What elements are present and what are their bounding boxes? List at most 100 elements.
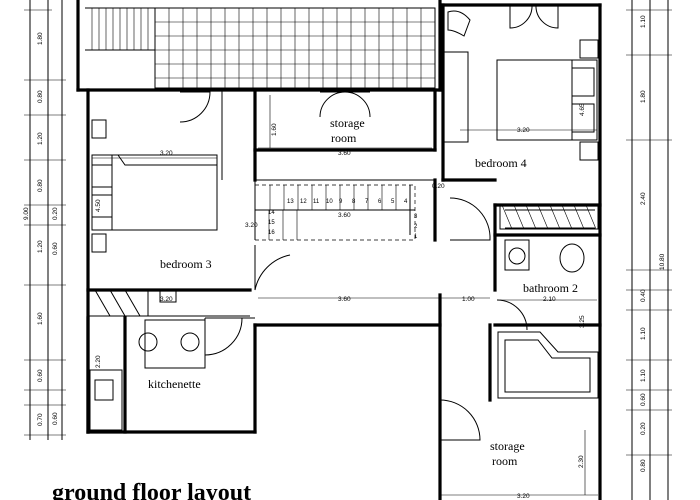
nightstand-1 (91, 119, 107, 139)
dim-right-4: 0.40 (640, 289, 647, 302)
dim-storage-bottom-width: 3.20 (517, 493, 530, 500)
door-bathroom2 (496, 299, 528, 331)
dim-right-6: 1.10 (640, 369, 647, 382)
nightstand-4 (579, 141, 599, 161)
sink (94, 379, 114, 401)
bedroom3-label: bedroom 3 (160, 257, 212, 271)
storage-bottom-line2: room (492, 454, 518, 468)
dim-right-9: 0.80 (640, 459, 647, 472)
dining-table (144, 319, 206, 369)
door-storage-bottom (439, 399, 481, 441)
bedroom4-label: bedroom 4 (475, 156, 527, 170)
dim-left-2: 0.80 (37, 90, 44, 103)
dim-left-5: 1.20 (37, 240, 44, 253)
dim-corridor-left: 3.60 (338, 296, 351, 303)
dim-left-total: 9.00 (23, 207, 30, 220)
armchair (447, 10, 471, 37)
dresser-bedroom4 (442, 51, 469, 143)
chair-2 (180, 332, 200, 352)
dim-left-inner-3: 0.60 (52, 412, 59, 425)
stair-step-number: 5 (391, 199, 395, 205)
dim-bed-length: 4.50 (95, 199, 102, 212)
toilet-area (504, 239, 530, 271)
storage-top-line1: storage (330, 116, 365, 130)
kitchenette-label: kitchenette (148, 377, 201, 391)
wardrobe-bedroom3 (87, 289, 149, 317)
bed-bedroom3 (91, 154, 218, 231)
bathtub (497, 331, 599, 399)
exterior-walls (76, 0, 602, 500)
stair-step-number: 15 (268, 220, 275, 226)
stair-step-number: 10 (326, 199, 333, 205)
furniture (87, 10, 599, 431)
door-storage-right (344, 91, 371, 118)
dim-bedroom4-width: 3.20 (517, 127, 530, 134)
door-bedroom3-top (179, 91, 211, 123)
nightstand-3 (579, 39, 599, 59)
stair-step-number: 8 (352, 199, 356, 205)
dim-right-3: 2.40 (640, 192, 647, 205)
dim-kitchen-width: 3.20 (160, 296, 173, 303)
stair-step-number: 1 (414, 234, 418, 240)
dim-right-1: 1.10 (640, 15, 647, 28)
dim-left-4: 0.80 (37, 179, 44, 192)
dim-stair-side: 3.20 (245, 222, 258, 229)
interior-dimension-lines (92, 95, 598, 496)
small-cabinet (159, 289, 177, 303)
storage-bottom-line1: storage (490, 439, 525, 453)
stair-step-number: 2 (414, 224, 418, 230)
dim-right-5: 1.10 (640, 327, 647, 340)
nightstand-2 (91, 233, 107, 253)
dim-right-2: 1.80 (640, 90, 647, 103)
stair-step-number: 3 (414, 214, 418, 220)
dim-right-total: 10.80 (659, 253, 666, 270)
bed-bedroom4 (496, 59, 598, 141)
bedroom4-closet (499, 204, 599, 230)
kitchen-counter (89, 369, 123, 431)
pillow-1 (91, 164, 113, 188)
staircase (254, 184, 416, 241)
dim-right-7: 0.60 (640, 393, 647, 406)
storage-top-line2: room (331, 131, 357, 145)
door-storage-left (319, 91, 346, 118)
dim-storage-width: 3.60 (338, 150, 351, 157)
doors (179, 4, 559, 441)
door-top-right-1 (509, 4, 533, 29)
plan-title: ground floor layout (52, 480, 251, 500)
stair-step-number: 16 (268, 230, 275, 236)
dim-corridor-right: 2.10 (543, 296, 556, 303)
left-dimension-chain: 1.80 0.80 1.20 0.80 9.00 1.20 1.60 0.60 … (23, 0, 66, 440)
terrace-tiles (85, 7, 436, 89)
dim-left-3: 1.20 (37, 132, 44, 145)
dim-left-6: 1.60 (37, 312, 44, 325)
stair-step-number: 6 (378, 199, 382, 205)
stair-step-number: 14 (268, 210, 275, 216)
room-labels: storage room bedroom 4 bedroom 3 bathroo… (148, 116, 578, 468)
toilet (508, 247, 526, 265)
stair-step-number: 11 (313, 199, 320, 205)
dim-bedroom4-closet: 4.65 (579, 103, 586, 116)
door-top-right-2 (535, 4, 559, 29)
dimension-labels: 3.20 3.60 1.60 3.20 4.65 3.60 3.20 0.20 … (95, 103, 586, 500)
chair-1 (138, 332, 158, 352)
dim-left-7: 0.60 (37, 369, 44, 382)
dim-left-inner-2: 0.60 (52, 242, 59, 255)
door-kitchenette (204, 317, 243, 356)
stair-step-number: 7 (365, 199, 369, 205)
stair-step-number: 12 (300, 199, 307, 205)
dim-landing: 0.20 (432, 183, 445, 190)
stair-step-number: 9 (339, 199, 343, 205)
dim-bedroom3-width: 3.20 (160, 150, 173, 157)
dim-right-8: 0.20 (640, 422, 647, 435)
dim-bath-depth: 3.25 (579, 315, 586, 328)
door-bedroom4 (449, 197, 491, 241)
stair-step-number: 13 (287, 199, 294, 205)
dim-left-inner-1: 0.20 (52, 207, 59, 220)
right-dimension-chain: 1.10 1.80 2.40 10.80 0.40 1.10 1.10 0.60… (626, 0, 672, 500)
bathroom2-label: bathroom 2 (523, 281, 578, 295)
pillow-3 (571, 67, 595, 97)
washbasin (559, 243, 585, 273)
dim-storage-height: 1.60 (271, 123, 278, 136)
dim-corridor-mid: 1.00 (462, 296, 475, 303)
